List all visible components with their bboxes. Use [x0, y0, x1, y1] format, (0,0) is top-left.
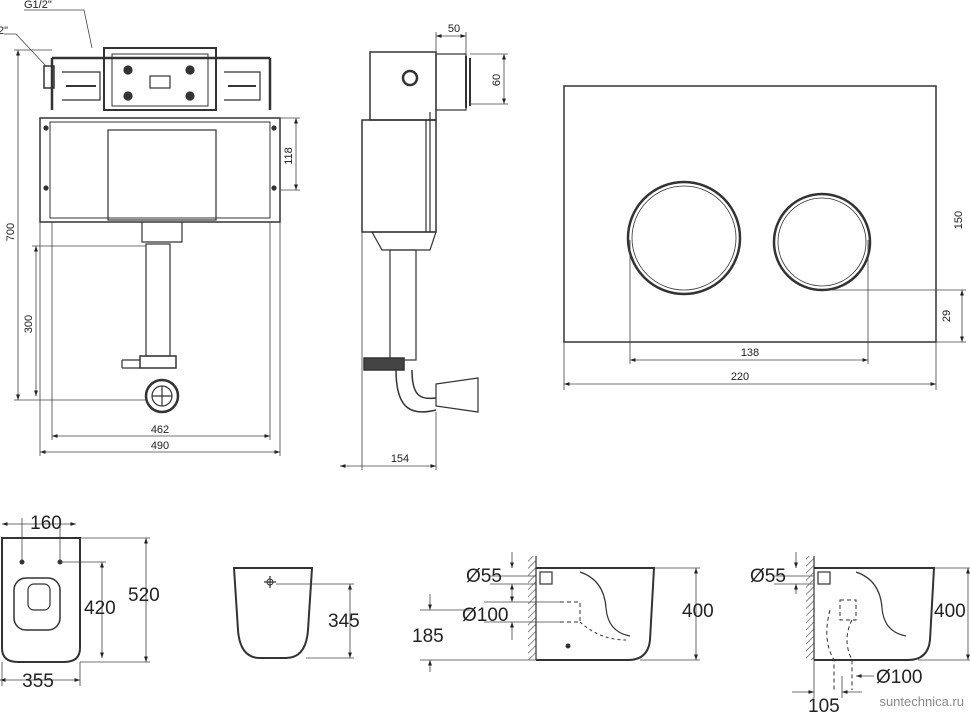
label-width-355: 355 [22, 671, 54, 692]
frame-side-dimensions [340, 32, 508, 470]
label-height-185: 185 [412, 626, 444, 647]
label-pipe-55: Ø55 [466, 566, 502, 587]
label-offset-29: 29 [941, 310, 953, 322]
toilet-front-labels: 345 [328, 611, 360, 632]
label-depth-154: 154 [391, 453, 409, 465]
label-length-420: 420 [84, 598, 116, 619]
wall-toilet-dimensions [0, 518, 150, 686]
label-width-160: 160 [30, 513, 62, 534]
wall-toilet-labels: 160 520 420 355 [22, 513, 160, 692]
toilet-front-view [232, 567, 314, 659]
flush-plate-view [563, 85, 937, 343]
label-height-300: 300 [23, 315, 35, 333]
frame-side-labels: 50 60 154 [391, 23, 503, 465]
frame-front-view [39, 47, 281, 414]
label-height-150: 150 [953, 211, 965, 229]
wall-toilet-top-view [1, 537, 81, 663]
label-pipe-100: Ø100 [462, 605, 508, 626]
label-pipe-55-2: Ø55 [750, 566, 786, 587]
flush-plate-dimensions [563, 240, 966, 390]
flush-plate-labels: 150 29 138 220 [731, 211, 965, 383]
toilet-side-2-labels: Ø55 400 Ø100 105 [750, 566, 966, 715]
frame-side-view [361, 51, 479, 413]
label-height-345: 345 [328, 611, 360, 632]
toilet-side-1-labels: Ø55 Ø100 185 400 [412, 566, 714, 647]
label-top-50: 50 [448, 23, 460, 35]
label-width-490: 490 [151, 440, 169, 452]
label-height-400: 400 [682, 601, 714, 622]
label-thread-cut: 2" [0, 25, 8, 37]
label-height-400-2: 400 [934, 601, 966, 622]
toilet-side-1-dimensions [420, 552, 700, 672]
watermark: suntechnica.ru [879, 694, 964, 709]
label-width-220: 220 [731, 371, 749, 383]
label-length-520: 520 [128, 585, 160, 606]
label-side-60: 60 [491, 74, 503, 86]
label-thread: G1/2" [24, 0, 52, 11]
frame-front-dimensions [4, 9, 300, 456]
toilet-side-2-dimensions [774, 552, 970, 698]
toilet-side-view-2 [806, 556, 936, 690]
label-offset-105: 105 [808, 696, 840, 715]
label-pipe-100-2: Ø100 [876, 667, 922, 688]
label-width-138: 138 [741, 347, 759, 359]
toilet-front-dimensions [276, 583, 354, 659]
label-height-700: 700 [5, 223, 17, 241]
frame-front-labels: G1/2" 2" 700 300 118 462 490 [0, 0, 295, 452]
label-height-118: 118 [283, 147, 295, 165]
toilet-side-view-1 [528, 556, 656, 661]
label-width-462: 462 [151, 424, 169, 436]
